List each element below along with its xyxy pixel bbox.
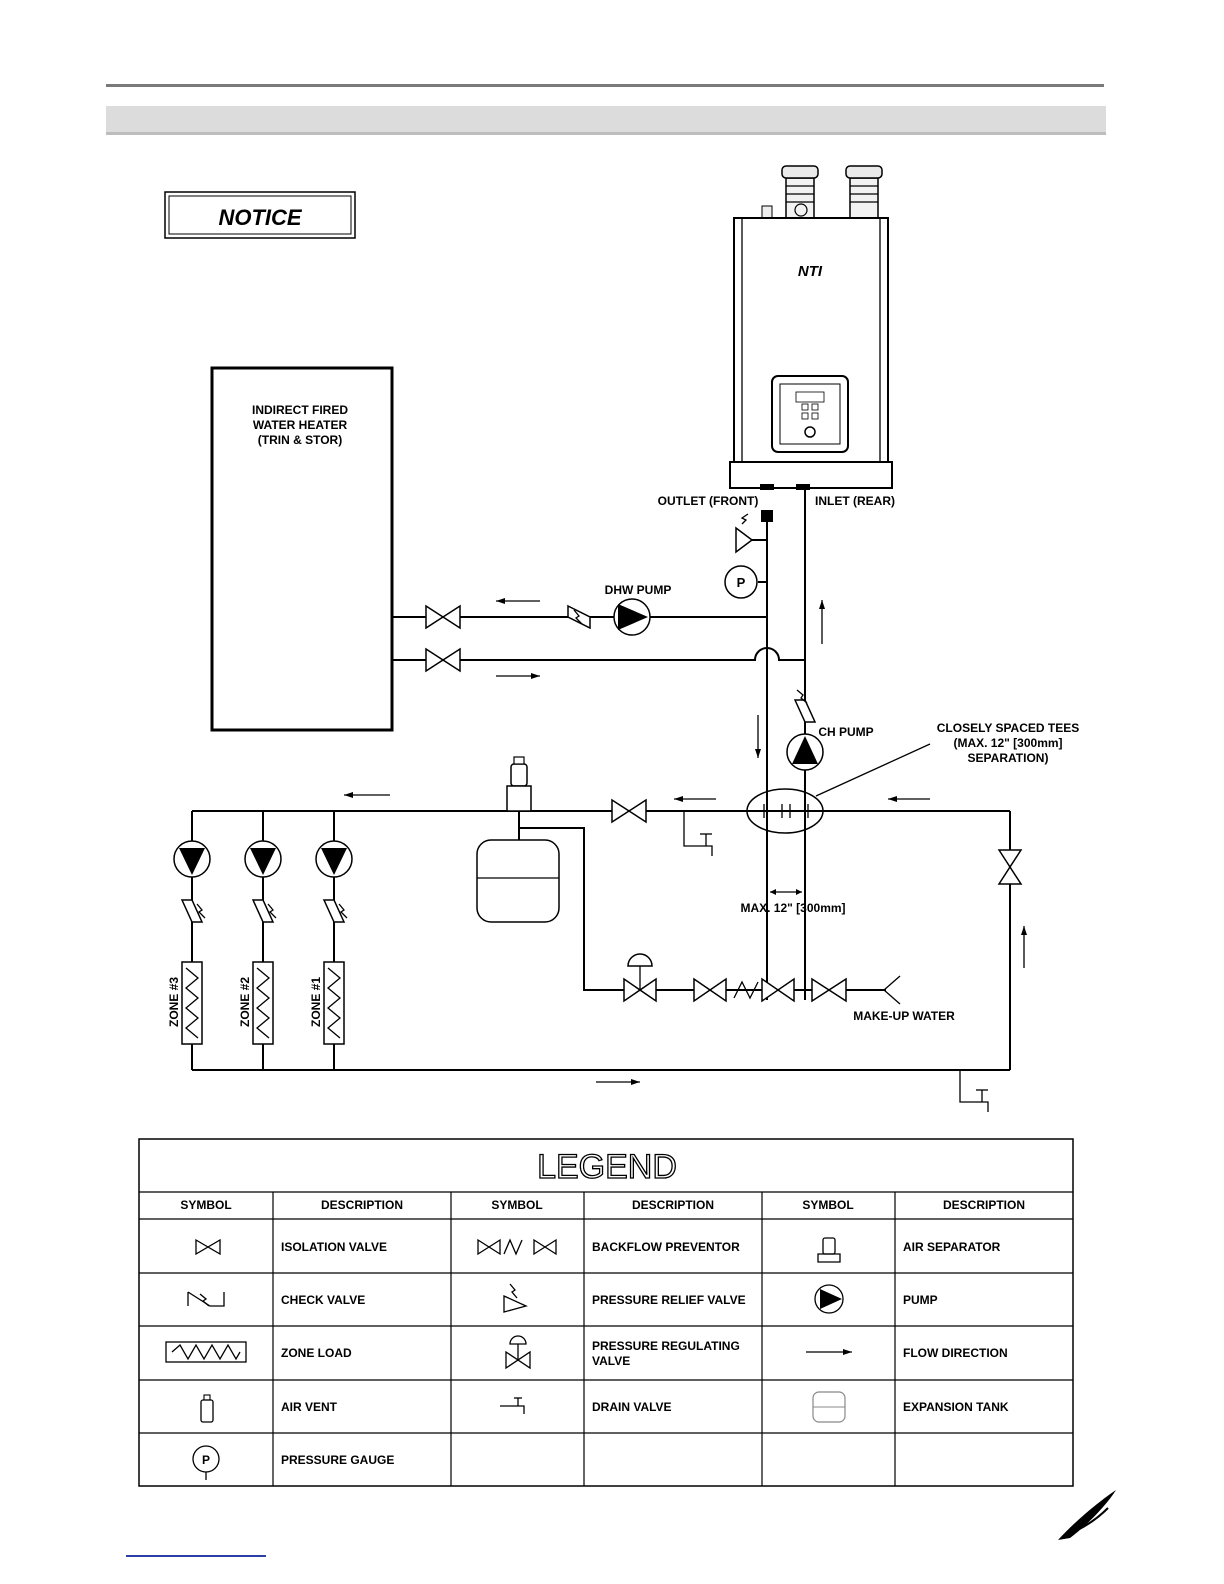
legend-header-1: SYMBOL [180,1198,231,1212]
legend-desc-pressure-regulating-1: PRESSURE REGULATING [592,1339,740,1353]
legend-pressure-gauge-icon: P [192,1445,220,1480]
indirect-water-heater [210,366,394,732]
drain-valve-top [683,811,713,856]
notice-box: NOTICE [164,191,356,239]
pressure-regulating-valve [623,953,657,1003]
legend-desc-zone-load: ZONE LOAD [281,1346,352,1360]
make-up-isolation-valve [811,977,847,1003]
dhw-return-pipe [392,647,805,661]
legend-desc-pressure-gauge: PRESSURE GAUGE [281,1453,394,1467]
legend-desc-pressure-relief-valve: PRESSURE RELIEF VALVE [592,1293,746,1307]
dhw-pump-label: DHW PUMP [605,583,672,597]
legend-pump-icon [814,1284,844,1314]
boiler-logo: NTI [798,263,823,280]
legend-air-vent-icon [200,1394,214,1423]
legend-desc-check-valve: CHECK VALVE [281,1293,365,1307]
zone-1-branch: ZONE #1 [309,811,353,1070]
legend-expansion-tank-icon [812,1391,846,1423]
zone-2-branch: ZONE #2 [238,811,282,1070]
footer-link-underline[interactable] [126,1555,266,1557]
pressure-relief-valve [735,513,767,554]
zone-1-label: ZONE #1 [309,977,323,1027]
drain-valve-bottom [959,1070,989,1112]
legend-zone-load-icon [165,1341,247,1363]
header-rule [106,84,1104,87]
legend-air-separator-icon [817,1237,841,1263]
legend-table: LEGEND SYMBOL DESCRIPTION SYMBOL DESCRIP… [138,1138,1074,1487]
legend-pressure-relief-valve-icon [503,1283,528,1313]
loop-isolation-valve [611,798,647,824]
notice-text: NOTICE [218,205,302,230]
tees-label-3: SEPARATION) [968,751,1049,765]
legend-desc-pressure-regulating-2: VALVE [592,1354,630,1368]
legend-title: LEGEND [537,1148,677,1186]
legend-desc-air-separator: AIR SEPARATOR [903,1240,1001,1254]
legend-pressure-regulating-valve-icon [505,1335,531,1370]
section-band [106,106,1106,135]
legend-check-valve-icon [187,1291,225,1307]
legend-header-6: DESCRIPTION [943,1198,1025,1212]
zone-3-label: ZONE #3 [167,977,181,1027]
boiler: NTI [729,165,893,490]
pressure-gauge: P [724,565,767,599]
footer-swoosh-logo [1058,1490,1116,1540]
legend-header-3: SYMBOL [491,1198,542,1212]
tees-label-2: (MAX. 12" [300mm] [953,736,1062,750]
gauge-letter: P [737,575,746,590]
heater-label-2: WATER HEATER [253,418,348,432]
heater-label-1: INDIRECT FIRED [252,403,348,417]
legend-desc-expansion-tank: EXPANSION TANK [903,1400,1009,1414]
air-separator [506,756,532,812]
dhw-pump [613,598,651,636]
max-separation-label: MAX. 12" [300mm] [740,901,845,915]
legend-desc-isolation-valve: ISOLATION VALVE [281,1240,387,1254]
legend-drain-valve-icon [500,1397,525,1414]
legend-header-4: DESCRIPTION [632,1198,714,1212]
tees-label-1: CLOSELY SPACED TEES [937,721,1079,735]
legend-desc-drain-valve: DRAIN VALVE [592,1400,672,1414]
dhw-isolation-valve-top [425,604,461,630]
legend-desc-pump: PUMP [903,1293,938,1307]
legend-desc-flow-direction: FLOW DIRECTION [903,1346,1008,1360]
heater-label-3: (TRIN & STOR) [258,433,342,447]
legend-gauge-letter: P [202,1453,210,1467]
dhw-isolation-valve-bottom [425,647,461,673]
zone-2-label: ZONE #2 [238,977,252,1027]
legend-desc-backflow-preventor: BACKFLOW PREVENTOR [592,1240,740,1254]
dhw-check-valve [567,604,591,630]
inlet-label: INLET (REAR) [815,494,895,508]
backflow-preventor [693,977,795,1003]
legend-header-5: SYMBOL [802,1198,853,1212]
legend-isolation-valve-icon [195,1238,221,1256]
ch-check-valve [793,689,817,723]
make-up-water-label: MAKE-UP WATER [853,1009,955,1023]
ch-pump [786,733,824,771]
legend-desc-air-vent: AIR VENT [281,1400,338,1414]
expansion-tank [476,839,560,923]
right-isolation-valve [997,849,1023,885]
outlet-label: OUTLET (FRONT) [658,494,759,508]
legend-header-2: DESCRIPTION [321,1198,403,1212]
zone-3-branch: ZONE #3 [167,811,211,1070]
legend-backflow-preventor-icon [477,1238,557,1256]
ch-pump-label: CH PUMP [818,725,873,739]
